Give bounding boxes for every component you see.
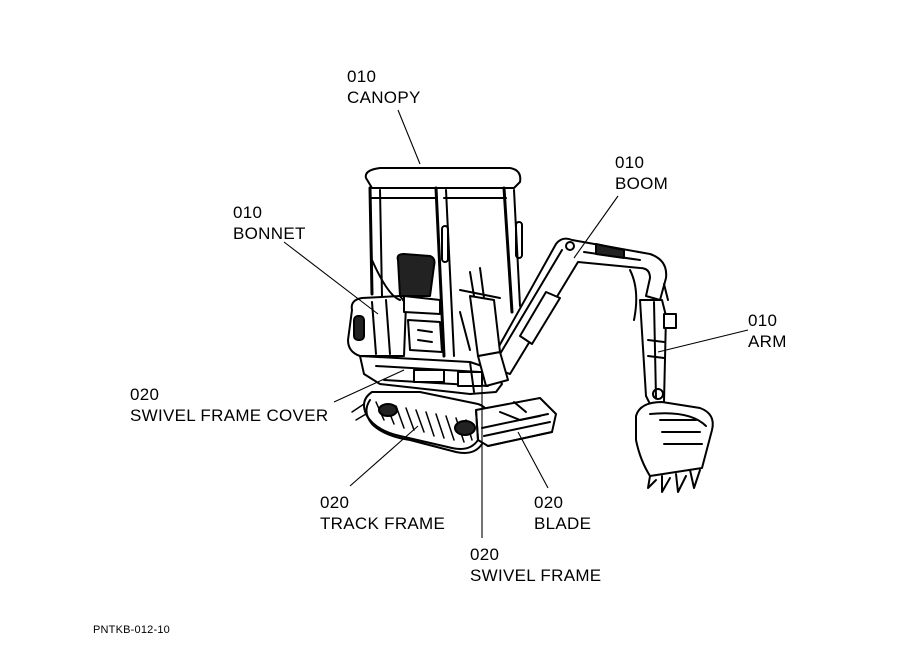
callout-name: SWIVEL FRAME bbox=[470, 566, 602, 585]
callout-name: BOOM bbox=[615, 174, 669, 193]
callout-number: 010 bbox=[233, 203, 263, 222]
leader-line-swivel-frame-cover bbox=[333, 369, 405, 403]
callout-name: ARM bbox=[748, 332, 787, 351]
callout-name: CANOPY bbox=[347, 88, 421, 107]
leader-line-blade bbox=[517, 431, 549, 489]
leader-line-canopy bbox=[397, 109, 421, 165]
arm-drawing bbox=[639, 299, 677, 409]
callout-number: 020 bbox=[470, 545, 500, 564]
callout-name: SWIVEL FRAME COVER bbox=[130, 406, 329, 425]
callout-number: 020 bbox=[320, 493, 350, 512]
callout-number: 010 bbox=[347, 67, 377, 86]
callout-blade: 020 BLADE bbox=[534, 492, 591, 534]
callout-track-frame: 020 TRACK FRAME bbox=[320, 492, 445, 534]
leader-line-bonnet bbox=[283, 241, 379, 315]
callout-number: 020 bbox=[130, 385, 160, 404]
leader-line-boom bbox=[573, 195, 619, 259]
callout-arm: 010 ARM bbox=[748, 310, 787, 352]
seat-drawing bbox=[396, 253, 501, 353]
leader-line-track-frame bbox=[349, 425, 419, 487]
canopy-drawing bbox=[364, 167, 523, 358]
figure-code: PNTKB-012-10 bbox=[93, 624, 170, 636]
callout-canopy: 010 CANOPY bbox=[347, 66, 421, 108]
swivel-frame-drawing bbox=[359, 355, 503, 395]
callout-name: BLADE bbox=[534, 514, 592, 533]
callout-bonnet: 010 BONNET bbox=[233, 202, 306, 244]
leader-lines bbox=[283, 109, 749, 538]
callout-number: 010 bbox=[748, 311, 778, 330]
callout-boom: 010 BOOM bbox=[615, 152, 668, 194]
callout-number: 020 bbox=[534, 493, 564, 512]
bonnet-drawing bbox=[347, 295, 407, 357]
callout-swivel-frame-cover: 020 SWIVEL FRAME COVER bbox=[130, 384, 328, 426]
boom-drawing bbox=[487, 237, 669, 375]
track-frame-drawing bbox=[351, 391, 490, 454]
boom-base-drawing bbox=[459, 295, 509, 387]
callout-name: TRACK FRAME bbox=[320, 514, 446, 533]
callout-swivel-frame: 020 SWIVEL FRAME bbox=[470, 544, 601, 586]
callout-name: BONNET bbox=[233, 224, 306, 243]
callout-number: 010 bbox=[615, 153, 645, 172]
bucket-drawing bbox=[635, 401, 714, 493]
blade-drawing bbox=[475, 397, 557, 447]
leader-line-arm bbox=[657, 329, 749, 353]
